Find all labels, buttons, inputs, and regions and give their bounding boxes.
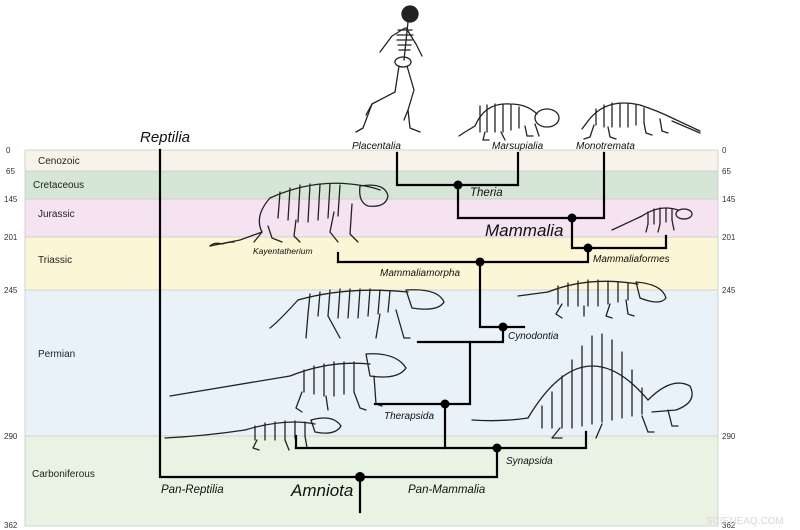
label-theria: Theria	[470, 187, 503, 199]
period-label-jurassic: Jurassic	[38, 209, 75, 220]
label-synapsida: Synapsida	[506, 456, 553, 467]
marsupial-skeleton-icon	[458, 103, 560, 141]
watermark: SCIENEAQ.COM	[706, 516, 784, 527]
label-monotremata: Monotremata	[576, 141, 635, 152]
label-mammalia: Mammalia	[485, 221, 563, 240]
permian-therapsid-skeleton-icon	[269, 288, 445, 339]
boundary-left-201: 201	[4, 233, 18, 242]
human-skeleton-icon	[355, 5, 423, 133]
boundary-right-362: 362	[722, 521, 736, 530]
label-marsupialia: Marsupialia	[492, 141, 544, 152]
period-label-permian: Permian	[38, 349, 75, 360]
boundary-right-65: 65	[722, 167, 731, 176]
node-theria	[453, 180, 463, 190]
branch-therapsida	[373, 340, 472, 406]
boundary-right-145: 145	[722, 195, 736, 204]
boundary-left-145: 145	[4, 195, 18, 204]
boundary-left-362: 362	[4, 521, 18, 530]
dimetrodon-skeleton-icon	[471, 333, 693, 439]
branch-mammaliaformes	[570, 216, 668, 250]
boundary-right-245: 245	[722, 286, 736, 295]
node-amniota	[355, 472, 365, 482]
gorgonopsian-skeleton-icon	[169, 353, 407, 413]
triassic-cynodont-skeleton-icon	[517, 279, 667, 319]
boundary-left-290: 290	[4, 432, 18, 441]
period-label-cretaceous: Cretaceous	[33, 180, 84, 191]
band-permian	[25, 290, 718, 436]
boundary-right-0: 0	[722, 146, 727, 155]
label-cynodontia: Cynodontia	[508, 331, 559, 342]
node-mammaliaformes	[583, 243, 593, 253]
boundary-left-0: 0	[6, 146, 11, 155]
phylogenetic-tree	[158, 148, 668, 514]
mammaliaform-skeleton-icon	[611, 207, 693, 233]
node-therapsida	[440, 399, 450, 409]
boundary-left-65: 65	[6, 167, 15, 176]
branch-pan-mammalia	[358, 446, 499, 479]
period-labels: Cenozoic Cretaceous Jurassic Triassic Pe…	[32, 156, 95, 480]
branch-synapsida	[294, 430, 588, 450]
node-synapsida	[492, 443, 502, 453]
label-reptilia: Reptilia	[140, 129, 190, 146]
node-mammalia	[567, 213, 577, 223]
node-cynodontia	[498, 322, 508, 332]
band-jurassic	[25, 199, 718, 237]
echidna-skeleton-icon	[581, 102, 701, 140]
label-pan-mammalia: Pan-Mammalia	[408, 484, 485, 496]
period-label-triassic: Triassic	[38, 255, 72, 266]
boundary-right-290: 290	[722, 432, 736, 441]
boundary-numbers-right: 0 65 145 201 245 290 362	[722, 146, 736, 530]
branch-mammalia	[456, 151, 606, 220]
label-pan-reptilia: Pan-Reptilia	[161, 484, 224, 496]
period-label-cenozoic: Cenozoic	[38, 156, 80, 167]
branch-mammaliamorpha	[336, 246, 590, 264]
band-carboniferous	[25, 436, 718, 526]
node-mammaliamorpha	[475, 257, 485, 267]
period-label-carboniferous: Carboniferous	[32, 469, 95, 480]
branch-cynodontia	[416, 325, 505, 344]
label-kayentatherium: Kayentatherium	[253, 246, 313, 256]
label-placentalia: Placentalia	[352, 141, 401, 152]
label-amniota: Amniota	[290, 481, 353, 500]
branch-theria	[395, 151, 520, 220]
label-mammaliamorpha: Mammaliamorpha	[380, 268, 460, 279]
boundary-left-245: 245	[4, 286, 18, 295]
clade-labels: Reptilia Placentalia Marsupialia Monotre…	[140, 129, 670, 500]
boundary-right-201: 201	[722, 233, 736, 242]
branch-reptilia	[158, 148, 362, 479]
kayentatherium-skeleton-icon	[209, 182, 389, 247]
label-therapsida: Therapsida	[384, 411, 434, 422]
label-mammaliaformes: Mammaliaformes	[593, 254, 670, 265]
band-cenozoic	[25, 150, 718, 171]
boundary-numbers-left: 0 65 145 201 245 290 362	[4, 146, 18, 530]
